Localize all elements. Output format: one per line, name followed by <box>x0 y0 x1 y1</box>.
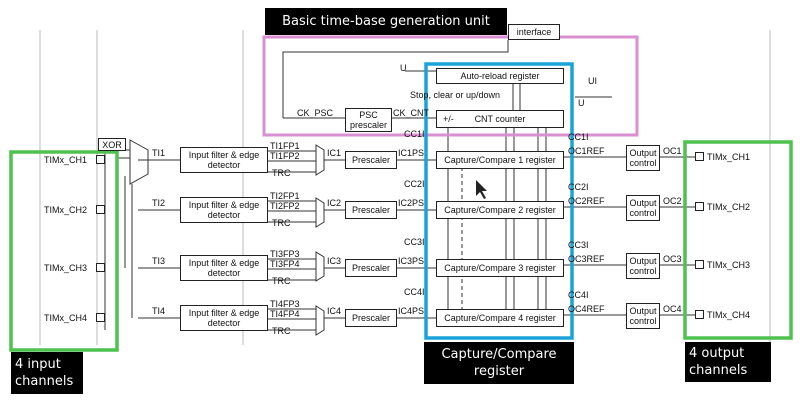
prescaler-ch4: Prescaler <box>345 309 397 327</box>
capture-compare-register-ch2: Capture/Compare 2 register <box>436 201 564 219</box>
input-filter-ch4: Input filter & edge detector <box>180 305 268 331</box>
input-pin-label-ch3: TIMx_CH3 <box>44 263 88 273</box>
cci-label-ch1: CC1I <box>404 129 425 139</box>
interface-box: interface <box>508 24 560 40</box>
cci-out-label-ch4: CC4I <box>568 290 589 300</box>
fp-b-label-ch4: TI4FP4 <box>270 309 300 319</box>
cci-label-ch3: CC3I <box>404 237 425 247</box>
input-pin-ch4[interactable] <box>96 313 105 322</box>
fp-b-label-ch3: TI3FP4 <box>270 259 300 269</box>
output-pin-label-ch4: TIMx_CH4 <box>707 310 751 320</box>
psc-label: PSC <box>359 110 378 120</box>
interface-label: interface <box>516 27 552 37</box>
cci-label-ch4: CC4I <box>404 287 425 297</box>
fp-a-label-ch2: TI2FP1 <box>270 191 300 201</box>
output-pin-label-ch3: TIMx_CH3 <box>707 260 751 270</box>
fp-a-label-ch3: TI3FP3 <box>270 249 300 259</box>
icps-label-ch4: IC4PS <box>398 306 425 316</box>
prescaler-ch3: Prescaler <box>345 259 397 277</box>
fp-b-label-ch1: TI1FP2 <box>270 151 300 161</box>
ti-label-ch4: TI4 <box>152 306 166 316</box>
fp-a-label-ch4: TI4FP3 <box>270 299 300 309</box>
oc-label-ch4: OC4 <box>663 304 682 314</box>
cnt-counter-box: +/- CNT counter <box>436 110 564 128</box>
ck-psc-label: CK_PSC <box>297 108 334 118</box>
cci-out-label-ch2: CC2I <box>568 182 589 192</box>
output-pin-ch1[interactable] <box>695 152 704 161</box>
output-pin-ch3[interactable] <box>695 260 704 269</box>
icps-label-ch1: IC1PS <box>398 148 425 158</box>
output-control-ch3: Output control <box>626 253 660 279</box>
u-top-label: U <box>400 63 407 73</box>
ocref-label-ch2: OC2REF <box>568 196 605 206</box>
input-pin-label-ch4: TIMx_CH4 <box>44 313 88 323</box>
oc-label-ch3: OC3 <box>663 254 682 264</box>
input-pin-ch3[interactable] <box>96 263 105 272</box>
capture-compare-register-ch4: Capture/Compare 4 register <box>436 309 564 327</box>
plus-minus-label: +/- <box>443 114 454 124</box>
prescaler-ch2: Prescaler <box>345 201 397 219</box>
psc-prescaler-box: PSC prescaler <box>345 108 392 132</box>
input-pin-label-ch2: TIMx_CH2 <box>44 205 88 215</box>
ti-label-ch3: TI3 <box>152 256 166 266</box>
cci-label-ch2: CC2I <box>404 179 425 189</box>
capture-compare-register-ch1: Capture/Compare 1 register <box>436 151 564 169</box>
output-control-ch1: Output control <box>626 145 660 171</box>
psc-prescaler-label: prescaler <box>349 120 387 130</box>
output-pin-ch2[interactable] <box>695 202 704 211</box>
auto-reload-label: Auto-reload register <box>460 71 540 81</box>
cci-out-label-ch1: CC1I <box>568 132 589 142</box>
ocref-label-ch1: OC1REF <box>568 146 605 156</box>
xor-label: XOR <box>98 138 126 151</box>
ti-label-ch2: TI2 <box>152 198 166 208</box>
cnt-counter-label: CNT counter <box>474 114 526 124</box>
input-filter-ch2: Input filter & edge detector <box>180 197 268 223</box>
oc-label-ch2: OC2 <box>663 196 682 206</box>
input-pin-ch1[interactable] <box>96 155 105 164</box>
trc-label-ch1: TRC <box>272 168 291 178</box>
trc-label-ch3: TRC <box>272 276 291 286</box>
input-filter-ch3: Input filter & edge detector <box>180 255 268 281</box>
auto-reload-register: Auto-reload register <box>436 68 564 84</box>
output-control-ch2: Output control <box>626 195 660 221</box>
input-pin-label-ch1: TIMx_CH1 <box>44 155 88 165</box>
stop-clear-label: Stop, clear or up/down <box>410 90 501 100</box>
capture-compare-banner: Capture/Compare register <box>424 342 574 384</box>
cci-out-label-ch3: CC3I <box>568 240 589 250</box>
capture-compare-register-ch3: Capture/Compare 3 register <box>436 259 564 277</box>
ic-label-ch4: IC4 <box>327 306 342 316</box>
icps-label-ch2: IC2PS <box>398 198 425 208</box>
u-bottom-label: U <box>578 98 585 108</box>
output-pin-ch4[interactable] <box>695 310 704 319</box>
trc-label-ch4: TRC <box>272 326 291 336</box>
ocref-label-ch3: OC3REF <box>568 254 605 264</box>
output-pin-label-ch2: TIMx_CH2 <box>707 202 751 212</box>
ui-label: UI <box>588 76 597 86</box>
input-filter-ch1: Input filter & edge detector <box>180 147 268 173</box>
prescaler-ch1: Prescaler <box>345 151 397 169</box>
ic-label-ch2: IC2 <box>327 198 342 208</box>
fp-b-label-ch2: TI2FP2 <box>270 201 300 211</box>
ti-label-ch1: TI1 <box>152 148 166 158</box>
ic-label-ch1: IC1 <box>327 148 342 158</box>
oc-label-ch1: OC1 <box>663 146 682 156</box>
output-control-ch4: Output control <box>626 303 660 329</box>
input-pin-ch2[interactable] <box>96 205 105 214</box>
icps-label-ch3: IC3PS <box>398 256 425 266</box>
trc-label-ch2: TRC <box>272 218 291 228</box>
ocref-label-ch4: OC4REF <box>568 304 605 314</box>
fp-a-label-ch1: TI1FP1 <box>270 141 300 151</box>
output-channels-banner: 4 output channels <box>685 342 771 382</box>
input-channels-banner: 4 input channels <box>11 352 83 394</box>
ck-cnt-label: CK_CNT <box>393 108 430 118</box>
basic-time-base-banner: Basic time-base generation unit <box>265 8 507 35</box>
ic-label-ch3: IC3 <box>327 256 342 266</box>
output-pin-label-ch1: TIMx_CH1 <box>707 152 751 162</box>
